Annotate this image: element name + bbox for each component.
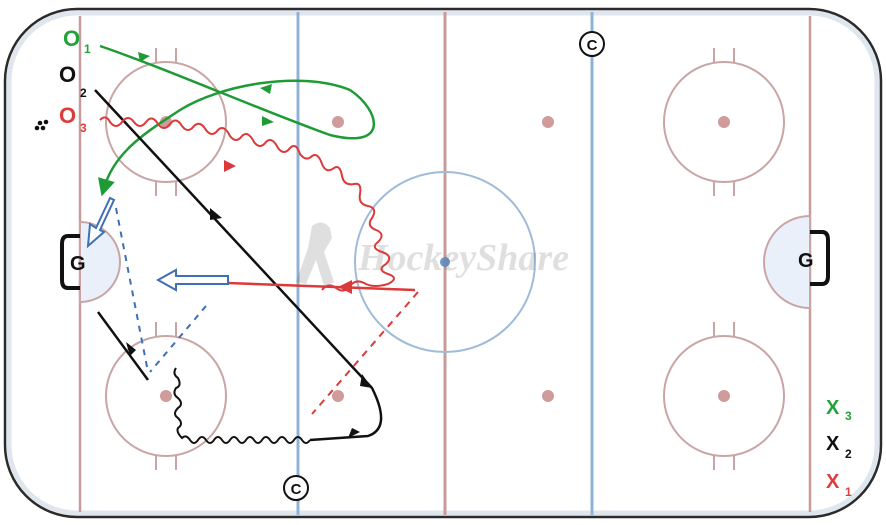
goalie-left: G bbox=[70, 253, 86, 275]
player-number: 2 bbox=[80, 86, 87, 100]
neutral-dot bbox=[332, 116, 344, 128]
shot-arrow-icon bbox=[155, 268, 229, 292]
pass-path-blue bbox=[115, 207, 149, 373]
player-symbol: O bbox=[59, 103, 76, 128]
faceoff-circle-right-top bbox=[663, 48, 785, 196]
skate-path-o3-return bbox=[227, 281, 416, 292]
player-o1: O 1 bbox=[63, 26, 91, 56]
neutral-dot bbox=[542, 390, 554, 402]
center-faceoff-circle bbox=[354, 171, 536, 353]
direction-arrow-icon bbox=[126, 342, 136, 356]
pass-path-red bbox=[311, 291, 419, 415]
rink-ice-shadow bbox=[6, 10, 880, 516]
watermark-text: HockeyShare bbox=[357, 237, 569, 279]
direction-arrow-icon bbox=[260, 84, 272, 94]
direction-arrow-icon bbox=[210, 208, 222, 220]
stickhandle-path-o3 bbox=[99, 116, 395, 292]
shot-arrow-icon bbox=[86, 196, 116, 249]
player-symbol: X bbox=[826, 471, 840, 493]
player-x1: X 1 bbox=[826, 471, 852, 499]
goalie-right: G bbox=[798, 250, 814, 272]
player-number: 1 bbox=[84, 42, 91, 56]
neutral-dot bbox=[332, 390, 344, 402]
player-number: 2 bbox=[845, 447, 852, 461]
direction-arrow-icon bbox=[338, 280, 352, 294]
coach-label: C bbox=[587, 37, 598, 54]
player-symbol: O bbox=[59, 62, 76, 87]
direction-arrow-icon bbox=[262, 116, 274, 126]
skate-path-o1 bbox=[98, 44, 375, 197]
pass-path-blue bbox=[149, 305, 207, 373]
player-number: 3 bbox=[845, 409, 852, 423]
faceoff-circle-left-top bbox=[105, 48, 227, 196]
player-x2: X 2 bbox=[826, 433, 852, 461]
player-symbol: X bbox=[826, 433, 840, 455]
direction-arrow-icon bbox=[360, 374, 372, 388]
direction-arrow-icon bbox=[224, 160, 236, 172]
faceoff-circle-right-bottom bbox=[663, 322, 785, 470]
coach-icon: C bbox=[579, 31, 605, 57]
watermark-player-icon bbox=[296, 222, 334, 286]
player-symbol: O bbox=[63, 26, 80, 51]
neutral-dot bbox=[542, 116, 554, 128]
skate-path-o2-finish bbox=[96, 311, 150, 381]
direction-arrow-icon bbox=[348, 428, 360, 438]
player-o2: O 2 bbox=[59, 62, 87, 100]
goal-net-left bbox=[60, 234, 80, 290]
goal-net-right bbox=[810, 230, 830, 286]
stickhandle-path-o2 bbox=[173, 367, 311, 444]
crease-right bbox=[763, 214, 811, 310]
player-number: 1 bbox=[845, 485, 852, 499]
player-number: 3 bbox=[80, 121, 87, 135]
player-x3: X 3 bbox=[826, 397, 852, 423]
direction-arrow-icon bbox=[138, 52, 150, 62]
faceoff-circle-left-bottom bbox=[105, 322, 227, 470]
player-symbol: X bbox=[826, 397, 840, 419]
hockeyshare-watermark: HockeyShare bbox=[296, 222, 569, 286]
skate-path-o2 bbox=[94, 89, 383, 442]
player-o3: O 3 bbox=[59, 103, 87, 135]
coach-label: C bbox=[291, 481, 302, 498]
puck-pile-icon bbox=[34, 119, 49, 131]
coach-icon: C bbox=[283, 475, 309, 501]
center-faceoff-dot bbox=[440, 257, 450, 267]
